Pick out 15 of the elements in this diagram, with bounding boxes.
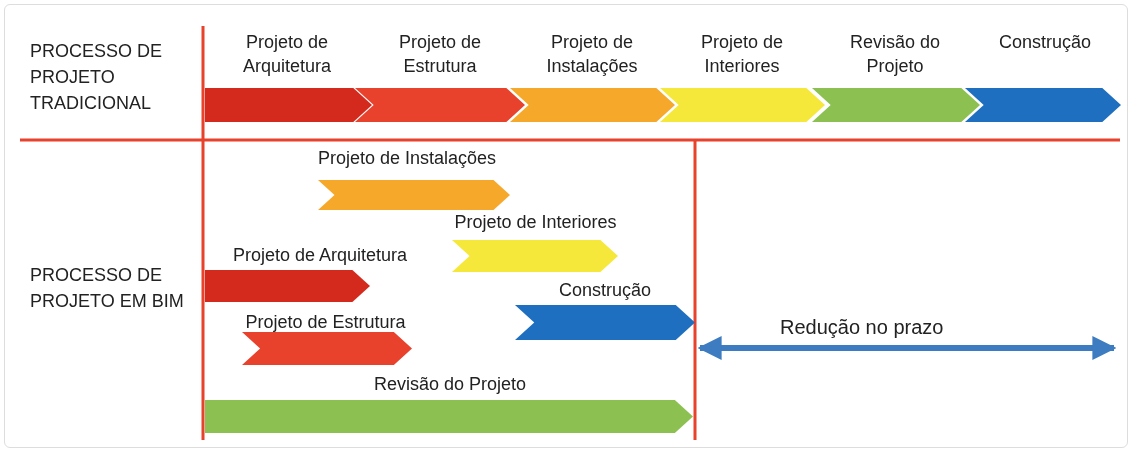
phase-label: Construção bbox=[557, 279, 653, 302]
phase-label: Revisão do Projeto bbox=[848, 31, 942, 78]
phase-label: Projeto de Instalações bbox=[316, 147, 498, 170]
phase-label: Projeto de Instalações bbox=[545, 31, 639, 78]
dimension-label: Redução no prazo bbox=[780, 315, 944, 340]
phase-label: Projeto de Interiores bbox=[453, 211, 618, 234]
phase-label: Projeto de Estrutura bbox=[244, 311, 407, 334]
phase-label: Construção bbox=[997, 31, 1093, 54]
phase-label: Revisão do Projeto bbox=[372, 373, 528, 396]
phase-label: Projeto de Arquitetura bbox=[231, 244, 409, 267]
phase-label: Projeto de Estrutura bbox=[397, 31, 483, 78]
row-label: PROCESSO DE PROJETO TRADICIONAL bbox=[30, 40, 164, 115]
row-label: PROCESSO DE PROJETO EM BIM bbox=[30, 264, 185, 313]
phase-label: Projeto de Interiores bbox=[699, 31, 785, 78]
phase-label: Projeto de Arquitetura bbox=[241, 31, 333, 78]
